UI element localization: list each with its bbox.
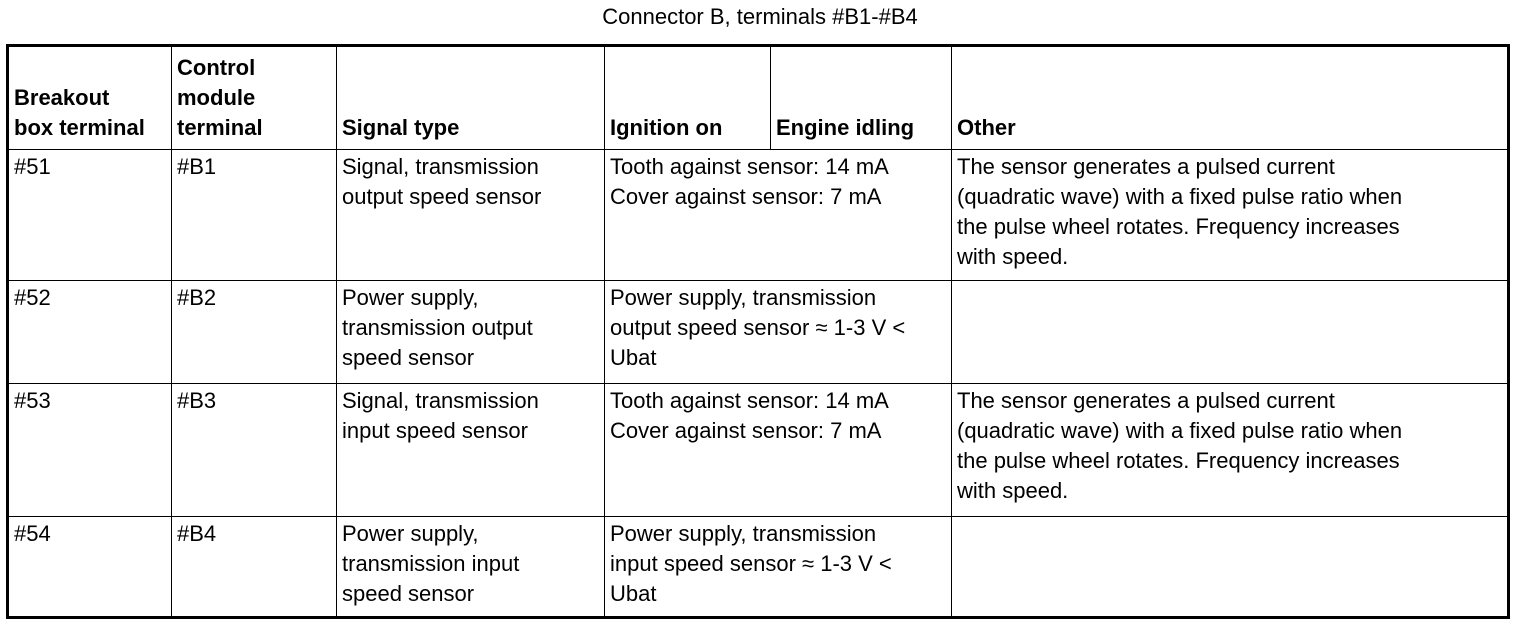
measured-value-cell: Tooth against sensor: 14 mA Cover agains… [604,149,952,281]
other-cell: The sensor generates a pulsed current (q… [951,383,1509,517]
breakout-terminal-cell: #54 [7,516,172,618]
header-ignition-on: Ignition on [604,45,771,150]
header-other: Other [951,45,1509,150]
connector-table: Breakout box terminal Control module ter… [6,44,1510,619]
table-row: #54 #B4 Power supply, transmission input… [7,516,1509,618]
signal-type-cell: Power supply, transmission input speed s… [336,516,605,618]
header-signal-type: Signal type [336,45,605,150]
measured-value-cell: Tooth against sensor: 14 mA Cover agains… [604,383,952,517]
control-terminal-cell: #B4 [171,516,337,618]
control-terminal-cell: #B3 [171,383,337,517]
header-engine-idling: Engine idling [770,45,952,150]
signal-type-cell: Signal, transmission input speed sensor [336,383,605,517]
breakout-terminal-cell: #51 [7,149,172,281]
signal-type-cell: Signal, transmission output speed sensor [336,149,605,281]
header-control-module-terminal: Control module terminal [171,45,337,150]
signal-type-cell: Power supply, transmission output speed … [336,280,605,384]
header-row: Breakout box terminal Control module ter… [7,45,1509,150]
table-row: #52 #B2 Power supply, transmission outpu… [7,280,1509,384]
header-breakout-box-terminal: Breakout box terminal [7,45,172,150]
control-terminal-cell: #B1 [171,149,337,281]
other-cell: The sensor generates a pulsed current (q… [951,149,1509,281]
breakout-terminal-cell: #52 [7,280,172,384]
measured-value-cell: Power supply, transmission input speed s… [604,516,952,618]
control-terminal-cell: #B2 [171,280,337,384]
other-cell [951,516,1509,618]
breakout-terminal-cell: #53 [7,383,172,517]
measured-value-cell: Power supply, transmission output speed … [604,280,952,384]
table-row: #51 #B1 Signal, transmission output spee… [7,149,1509,281]
other-cell [951,280,1509,384]
table-title: Connector B, terminals #B1-#B4 [602,4,918,29]
table-row: #53 #B3 Signal, transmission input speed… [7,383,1509,517]
